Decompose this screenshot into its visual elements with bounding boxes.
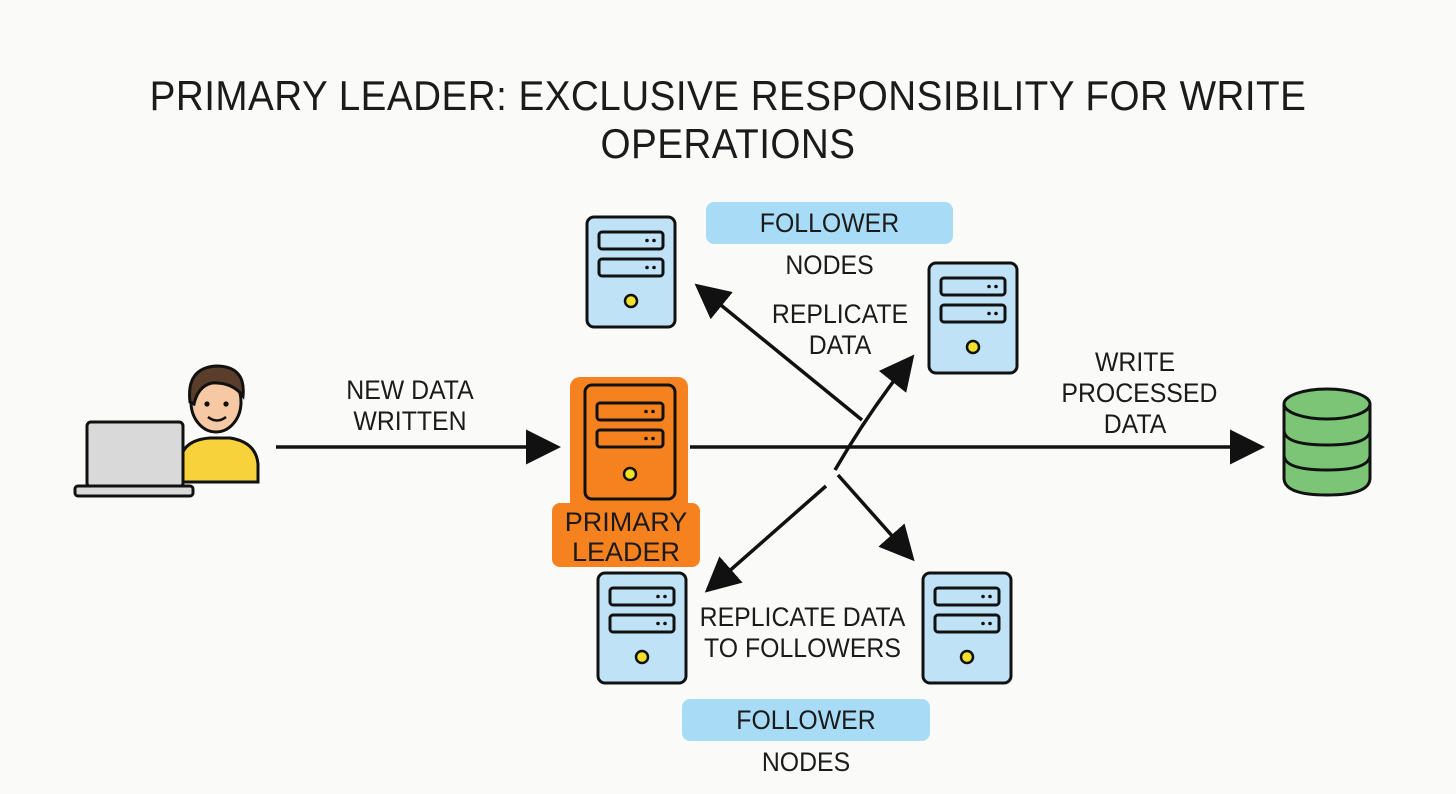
primary-leader-label: PRIMARY LEADER xyxy=(552,503,700,567)
arrow-to-follower-top-right xyxy=(833,354,915,471)
replicate-data-label: REPLICATE DATA xyxy=(771,299,909,360)
follower-nodes-top-text: FOLLOWER NODES xyxy=(759,208,900,280)
arrow-to-follower-bottom-right xyxy=(836,473,915,562)
database-icon xyxy=(1282,387,1372,497)
follower-nodes-badge-bottom: FOLLOWER NODES xyxy=(682,699,930,777)
user-with-laptop-icon xyxy=(73,364,260,498)
primary-leader-server-icon xyxy=(570,377,688,519)
replicate-to-followers-label: REPLICATE DATA TO FOLLOWERS xyxy=(699,602,906,663)
follower-server-bottom-left-icon xyxy=(596,571,688,685)
follower-nodes-badge-top: FOLLOWER NODES xyxy=(706,202,953,280)
write-processed-data-label: WRITE PROCESSED DATA xyxy=(1061,347,1218,439)
arrow-to-follower-top-left xyxy=(694,283,864,422)
arrow-to-follower-bottom-left xyxy=(704,484,828,593)
follower-server-top-left-icon xyxy=(585,215,677,329)
page-title: PRIMARY LEADER: EXCLUSIVE RESPONSIBILITY… xyxy=(149,72,1307,167)
follower-server-bottom-right-icon xyxy=(921,571,1013,685)
new-data-written-label: NEW DATA WRITTEN xyxy=(346,375,474,436)
connection-arrows xyxy=(276,283,1265,593)
follower-nodes-bottom-text: FOLLOWER NODES xyxy=(736,705,876,777)
